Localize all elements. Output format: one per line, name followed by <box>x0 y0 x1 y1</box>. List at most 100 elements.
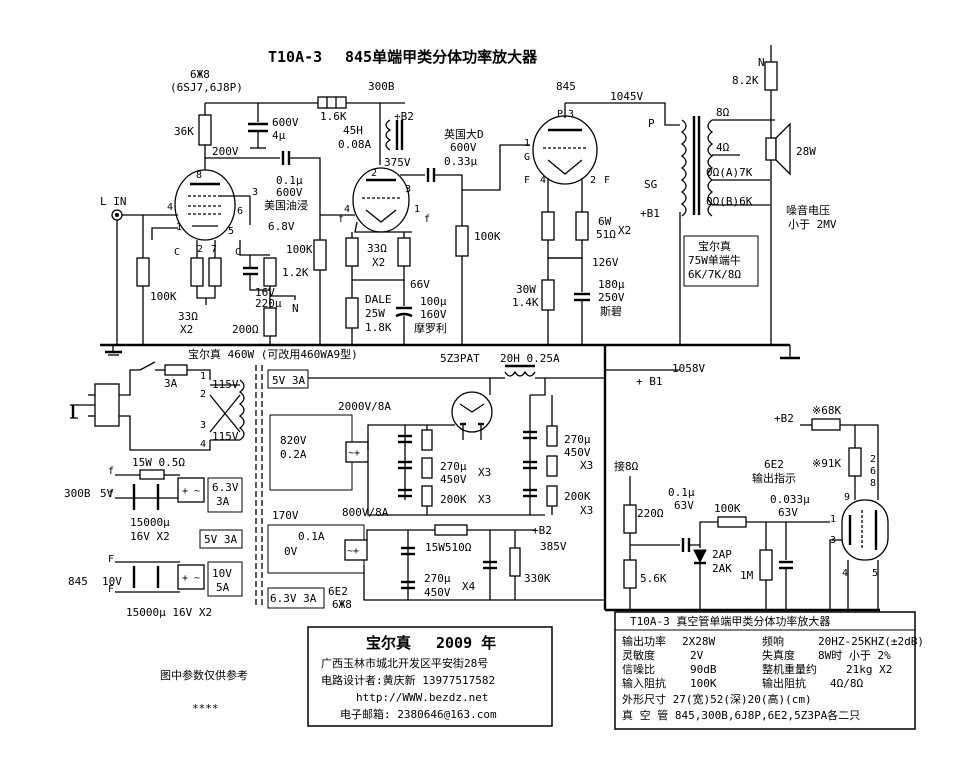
wire <box>689 521 718 546</box>
v-126-label: 126V <box>592 256 619 269</box>
tp-pin: 4 <box>200 439 206 450</box>
w-63-box <box>267 587 325 609</box>
resistor-0-5 <box>139 469 165 480</box>
v115b-label: 115V <box>212 430 239 443</box>
fuse-3a <box>164 364 188 376</box>
wire <box>196 286 216 299</box>
w-820a-label: 0.2A <box>280 448 307 461</box>
resistor-51-b <box>575 211 589 241</box>
ind-b2: +B2 <box>774 412 794 425</box>
pin-f: F <box>524 175 530 186</box>
spec-cell: 输入阻抗 <box>622 676 666 690</box>
spec-cell: 2V <box>690 649 704 662</box>
resistor-200 <box>263 307 277 337</box>
w-5v3a-box <box>199 529 243 549</box>
fil-5v-label: 5V <box>100 487 114 500</box>
rect-label: 5Z3PAT <box>440 352 480 365</box>
cap-845-v: 250V <box>598 291 625 304</box>
bridge-symbol: + ~ <box>182 573 200 584</box>
ot-primary <box>680 119 687 217</box>
b2-label-ps: +B2 <box>532 524 552 537</box>
fil-out2-a-label: 5A <box>216 581 230 594</box>
bridge-symbol: + ~ <box>182 486 200 497</box>
tube-300b-label: 300B <box>368 80 395 93</box>
ot-sg-label: SG <box>644 178 657 191</box>
r-grid-300b-label: 100K <box>474 230 501 243</box>
resistor-100k-300b <box>455 225 469 257</box>
v-200-label: 200V <box>212 145 239 158</box>
resistor-33-300b-a <box>345 237 359 267</box>
c-033-label: 0.033μ <box>770 493 810 506</box>
spec-cell: 90dB <box>690 663 717 676</box>
resistor-51-a <box>541 211 555 241</box>
cap-270c: 270μ <box>424 572 451 585</box>
maker-email[interactable]: 电子邮箱: 2380646@163.com <box>340 707 497 721</box>
b1-label: + B1 <box>636 375 663 388</box>
choke-20h-label: 20H 0.25A <box>500 352 560 365</box>
cap-270a: 270μ <box>440 460 467 473</box>
resistor-91k <box>848 447 862 477</box>
spec-cell: 21kg X2 <box>846 663 892 676</box>
ind-pin: 5 <box>872 568 878 579</box>
filter-bank-left <box>398 425 433 515</box>
r-5k6-label: 5.6K <box>640 572 667 585</box>
cap-845-c: 180μ <box>598 278 625 291</box>
bridge-rect-1 <box>177 477 205 503</box>
bridge-hv <box>345 441 369 463</box>
filter-bank-right <box>523 378 558 515</box>
pin-label: 4 <box>167 202 173 213</box>
choke-45h <box>385 119 392 151</box>
resistor-8k2 <box>764 61 778 91</box>
wire <box>840 424 856 448</box>
pin-4: 4 <box>540 175 546 186</box>
maker-url[interactable]: http://WWW.bezdz.net <box>356 691 488 704</box>
maker-brand: 宝尔真 <box>366 634 411 652</box>
spec-cell: 输出阻抗 <box>762 676 806 690</box>
fil-300b-label: 300B <box>64 487 91 500</box>
wire <box>289 157 321 240</box>
r-fil-label: 33Ω <box>367 242 387 255</box>
spec-cell: 信噪比 <box>622 663 655 676</box>
resistor-68k <box>811 418 841 431</box>
note: 图中参数仅供参考 <box>160 668 248 682</box>
spec-cell: 失真度 <box>762 648 795 662</box>
dale-w-label: 25W <box>365 307 385 320</box>
cap-300b-c: 100μ <box>420 295 447 308</box>
c-01-label: 0.1μ <box>668 486 695 499</box>
title-model: T10A-3 <box>268 48 322 66</box>
mains-plug[interactable] <box>94 383 120 427</box>
r-200-label: 200Ω <box>232 323 259 336</box>
pin-label: 1 <box>414 204 420 215</box>
tube-845-envelope <box>532 115 598 185</box>
pin-label: 1 <box>176 222 182 233</box>
spec-title: T10A-3 真空管单端甲类分体功率放大器 <box>630 614 830 628</box>
spec-size: 外形尺寸 27(宽)52(深)20(高)(cm) <box>622 692 812 706</box>
bridge-symbol: ~+ <box>347 546 359 557</box>
driver-tube-alt: (6SJ7,6J8P) <box>170 81 243 94</box>
wire-grid-845 <box>462 144 530 191</box>
wire <box>239 240 270 256</box>
wire-plate-845 <box>565 102 680 126</box>
ind-pin: 9 <box>844 492 850 503</box>
wire <box>119 369 140 396</box>
bridge-symbol: ~+ <box>348 448 360 459</box>
wire <box>829 539 842 610</box>
resistor-220 <box>623 504 637 534</box>
noise-label: 噪音电压 <box>786 203 830 217</box>
spec-cell: 输出功率 <box>622 634 666 648</box>
fil-cap2-label: 15000μ 16V X2 <box>126 606 212 619</box>
switch[interactable] <box>139 361 156 371</box>
b1-v-label: 1058V <box>672 362 705 375</box>
cap-300b-v: 160V <box>420 308 447 321</box>
pin-1: 1 <box>524 138 530 149</box>
resistor-33-b <box>208 257 222 287</box>
r-1k2-label: 1.2K <box>282 266 309 279</box>
r-8k2-label: 8.2K <box>732 74 759 87</box>
pin-label: 3 <box>252 187 258 198</box>
w-6j8-label: 6Ж8 <box>332 598 352 611</box>
f-label: f <box>108 489 114 500</box>
resistor-36k <box>198 114 212 146</box>
cap-845-brand: 斯碧 <box>600 305 622 318</box>
resistor-33-a <box>190 257 204 287</box>
